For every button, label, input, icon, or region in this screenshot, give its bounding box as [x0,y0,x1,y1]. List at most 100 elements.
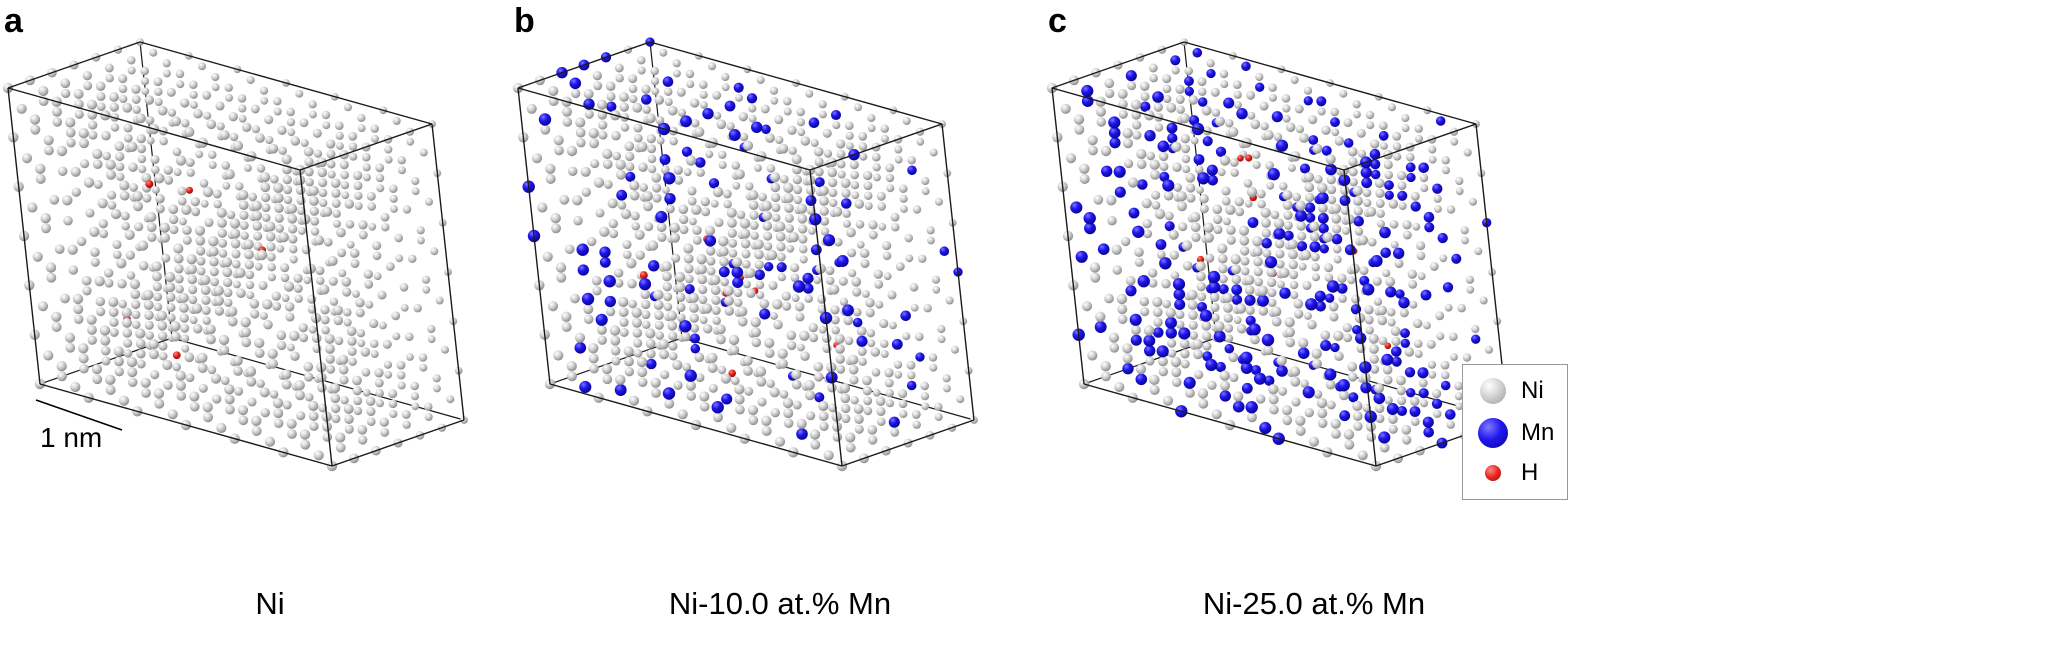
ni-atom [1334,351,1344,361]
ni-atom [1311,348,1322,359]
ni-atom [1164,211,1174,221]
ni-atom [406,353,414,361]
ni-atom [175,69,185,79]
ni-atom [1191,232,1201,242]
ni-atom [1327,185,1337,195]
ni-atom [264,115,274,125]
ni-atom [1268,394,1279,405]
ni-atom [1170,356,1182,368]
atom-cube-ni-25-mn [1046,38,1512,472]
ni-atom [1134,247,1144,257]
ni-atom [163,69,171,78]
ni-atom [1339,185,1350,196]
ni-atom [1382,269,1391,278]
mn-atom [1309,241,1321,253]
ni-atom [1212,204,1223,215]
ni-atom [1308,115,1318,125]
ni-atom [937,324,946,334]
mn-atom [1257,294,1269,307]
ni-atom [1190,136,1199,145]
ni-atom [1255,72,1264,82]
ni-atom [1167,348,1177,358]
mn-atom [708,178,720,189]
ni-atom [728,334,740,346]
ni-atom [262,299,273,310]
ni-atom [281,369,292,380]
mn-atom [1137,179,1148,190]
ni-atom [921,402,930,411]
ni-atom [1294,104,1304,114]
mn-atom [569,77,582,90]
ni-atom [340,396,349,405]
ni-atom [1283,210,1293,220]
ni-atom [889,321,897,330]
ni-atom [260,182,271,193]
ni-atom [631,307,642,318]
ni-atom [210,277,220,287]
ni-atom [1173,183,1183,192]
ni-atom [1127,177,1139,188]
ni-atom [1241,267,1250,276]
mn-atom [1129,313,1142,326]
ni-atom [52,117,63,127]
ni-atom [731,257,743,268]
ni-atom [217,218,227,228]
ni-atom [1161,278,1171,289]
mn-atom [1362,283,1375,296]
ni-atom [850,396,859,405]
ni-atom [1228,126,1239,138]
ni-atom [839,383,851,394]
mn-atom [538,113,552,126]
ni-atom [1404,347,1415,357]
mn-atom [907,165,917,176]
ni-atom [633,338,643,348]
ni-atom [1202,341,1212,351]
ni-atom [650,77,660,86]
ni-atom [1376,219,1386,228]
panel-caption: Ni-25.0 at.% Mn [1202,586,1426,621]
ni-atom [668,331,678,341]
ni-atom [779,174,789,184]
ni-atom [1150,169,1160,180]
ni-atom [406,137,415,146]
ni-atom [127,141,138,152]
ni-atom [104,268,114,278]
ni-atom [1214,321,1225,332]
ni-atom [730,376,740,386]
ni-atom [1380,142,1388,150]
ni-atom [373,272,382,281]
ni-atom [1399,308,1409,318]
ni-atom [154,173,165,184]
ni-atom [679,214,689,225]
ni-atom [344,424,354,434]
ni-atom [156,310,168,321]
ni-atom [317,382,327,393]
ni-atom [1378,121,1388,131]
ni-atom [602,374,613,385]
ni-atom [157,105,168,116]
ni-atom [1316,397,1328,409]
ni-atom [1365,110,1375,120]
ni-atom [331,199,341,208]
ni-atom [162,59,171,68]
ni-atom [122,317,132,328]
ni-atom [866,329,876,338]
ni-atom [1197,292,1207,302]
ni-atom [871,152,881,162]
ni-atom [1366,421,1376,432]
ni-atom [674,175,684,185]
ni-atom [195,150,204,159]
ni-atom [1151,190,1161,200]
scale-bar-label: 1 nm [40,422,103,453]
ni-atom [833,237,843,247]
ni-atom [656,222,667,233]
ni-atom [1295,415,1306,426]
ni-atom [231,249,241,259]
ni-atom [167,108,177,117]
ni-atom [584,109,594,119]
ni-atom [887,290,897,300]
ni-atom [287,213,298,224]
ni-atom [576,138,586,148]
ni-atom [336,227,346,238]
ni-atom [154,87,163,97]
